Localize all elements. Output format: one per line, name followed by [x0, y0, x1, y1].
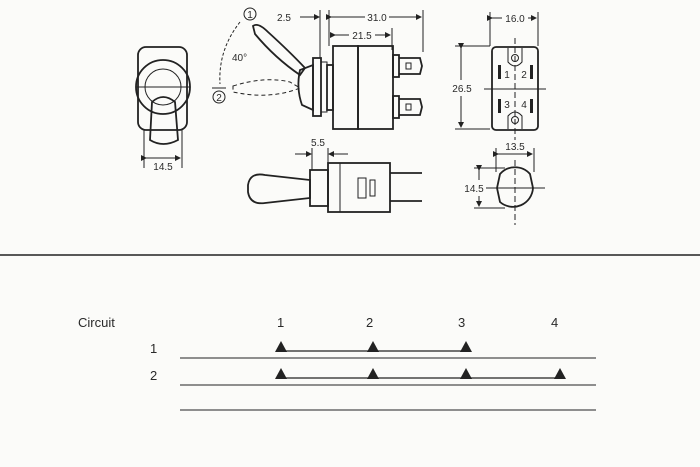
- contact-triangle: [554, 368, 566, 379]
- flange-label: 2.5: [277, 13, 291, 24]
- bushing-height-label: 14.5: [464, 184, 484, 195]
- contact-triangle: [367, 341, 379, 352]
- side-view: 1 2 40° 2.5 31.0 21.5: [212, 7, 424, 130]
- angle-label: 40°: [232, 53, 247, 64]
- circuit-table: Circuit 1 2 3 4 1 2: [78, 315, 596, 411]
- lever-offset-label: 5.5: [311, 138, 325, 149]
- contact-triangle: [460, 368, 472, 379]
- front-width-label: 14.5: [153, 162, 173, 173]
- column-3-label: 3: [458, 315, 465, 330]
- top-view: 5.5: [247, 138, 422, 213]
- base-width-label: 16.0: [505, 14, 525, 25]
- column-2-label: 2: [366, 315, 373, 330]
- contact-triangle: [275, 368, 287, 379]
- bushing-width-label: 13.5: [505, 142, 525, 153]
- terminal-2-label: 2: [521, 70, 527, 81]
- row-1-label: 1: [150, 341, 157, 356]
- contact-triangle: [460, 341, 472, 352]
- contact-triangle: [275, 341, 287, 352]
- circuit-header: Circuit: [78, 315, 115, 330]
- position-1-label: 1: [247, 10, 253, 21]
- terminal-4-label: 4: [521, 100, 527, 111]
- column-4-label: 4: [551, 315, 558, 330]
- body-length-label: 21.5: [352, 31, 372, 42]
- front-view: 14.5: [135, 46, 191, 173]
- terminal-1-label: 1: [504, 70, 510, 81]
- overall-length-label: 31.0: [367, 13, 387, 24]
- bushing-view: 13.5 14.5: [464, 142, 545, 225]
- contact-triangle: [367, 368, 379, 379]
- rear-view: 1 2 3 4 16.0 26.5: [452, 12, 546, 140]
- row-2-label: 2: [150, 368, 157, 383]
- terminal-3-label: 3: [504, 100, 510, 111]
- position-2-label: 2: [216, 93, 222, 104]
- base-height-label: 26.5: [452, 84, 472, 95]
- column-1-label: 1: [277, 315, 284, 330]
